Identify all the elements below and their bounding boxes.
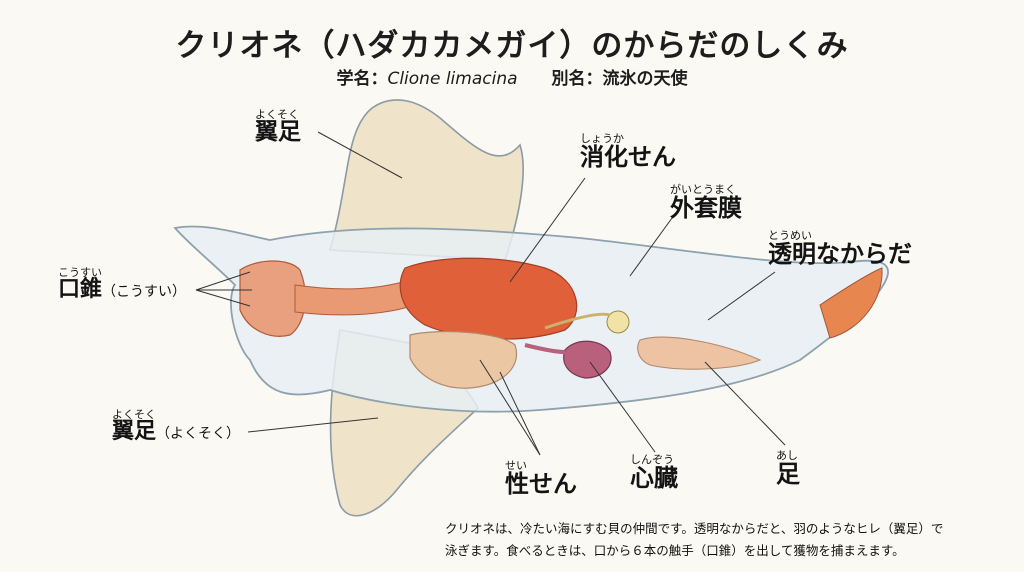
scientific-name: Clione limacina <box>387 69 518 89</box>
text-wing-bottom: 翼足 <box>112 419 157 445</box>
sci-prefix: 学名： <box>336 69 388 89</box>
text-transparent: 透明なからだ <box>768 240 912 269</box>
leader-wing-bottom <box>247 417 379 433</box>
label-wing-top: よくそく 翼足 <box>255 108 301 144</box>
leader-digestive <box>509 177 586 283</box>
leader-mouth-1 <box>195 271 251 291</box>
ruby-digestive: しょうか <box>580 132 624 145</box>
ruby-wing-bottom: よくそく <box>112 408 156 421</box>
tail-tip <box>819 267 883 339</box>
intestine-tube <box>544 312 611 330</box>
ruby-wing-top: よくそく <box>255 108 299 121</box>
alias-name: 流氷の天使 <box>602 69 688 89</box>
upper-wing <box>328 99 524 261</box>
text-heart: 心臓 <box>630 464 678 493</box>
ruby-mantle: がいとうまく <box>670 183 736 196</box>
label-heart: しんぞう 心臓 <box>630 453 678 490</box>
description-line-1: クリオネは、冷たい海にすむ貝の仲間です。透明なからだと、羽のようなヒレ（翼足）で <box>445 521 944 536</box>
leader-mantle <box>629 217 673 277</box>
intestine-coil <box>606 310 630 334</box>
text-foot: 足 <box>776 460 800 489</box>
label-wing-bottom: よくそく 翼足（よくそく） <box>112 408 240 443</box>
leader-mouth-3 <box>195 289 251 307</box>
foot-organ <box>637 336 762 370</box>
leader-wing-top <box>317 131 403 179</box>
label-mouth-cone: こうすい 口錐（こうすい） <box>58 266 186 301</box>
label-foot: あし 足 <box>776 449 800 486</box>
leader-heart <box>589 361 656 453</box>
gonad-organ <box>409 331 517 389</box>
ruby-heart: しんぞう <box>630 453 674 466</box>
label-transparent-body: とうめい 透明なからだ <box>768 229 912 266</box>
digestive-gland <box>399 257 578 340</box>
heart-organ <box>563 340 612 379</box>
label-mantle: がいとうまく 外套膜 <box>670 183 742 220</box>
label-digestive-gland: しょうか 消化せん <box>580 132 676 169</box>
ruby-foot: あし <box>776 449 798 462</box>
text-gonad: 性せん <box>505 470 577 499</box>
paren-mouth-cone: （こうすい） <box>102 284 187 301</box>
leader-gonad-2 <box>499 371 541 456</box>
text-mouth-cone: 口錐 <box>58 277 103 303</box>
text-wing-top: 翼足 <box>255 119 301 146</box>
label-gonad: せい 性せん <box>505 459 577 496</box>
leader-foot <box>704 361 786 446</box>
text-digestive: 消化せん <box>580 143 676 172</box>
ruby-mouth-cone: こうすい <box>58 266 102 279</box>
description-line-2: 泳ぎます。食べるときは、口から６本の触手（口錐）を出して獲物を捕まえます。 <box>445 543 905 558</box>
ruby-transparent: とうめい <box>768 229 812 242</box>
text-mantle: 外套膜 <box>670 194 742 223</box>
heart-vessel <box>524 343 566 354</box>
page-title: クリオネ（ハダカカメガイ）のからだのしくみ <box>175 28 849 64</box>
ruby-gonad: せい <box>505 459 527 472</box>
leader-transparent <box>707 271 776 321</box>
page-subtitle: 学名：Clione limacina 別名：流氷の天使 <box>0 64 1024 89</box>
alias-prefix: 別名： <box>551 69 603 89</box>
leader-gonad-1 <box>479 359 541 456</box>
description-text: クリオネは、冷たい海にすむ貝の仲間です。透明なからだと、羽のようなヒレ（翼足）で… <box>445 518 1020 562</box>
paren-wing-bottom: （よくそく） <box>156 426 241 443</box>
